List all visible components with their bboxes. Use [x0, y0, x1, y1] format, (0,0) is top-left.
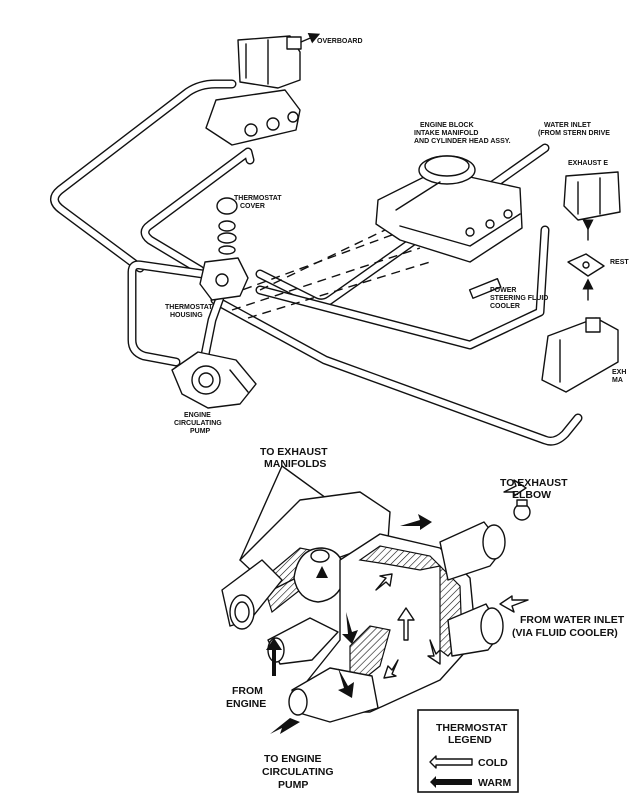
- label-from-water-inlet-2: (VIA FLUID COOLER): [512, 627, 618, 639]
- label-to-pump-1: TO ENGINE: [264, 753, 322, 765]
- bottom-diagram-labels: TO EXHAUST MANIFOLDS TO EXHAUST ELBOW FR…: [226, 446, 625, 791]
- cold-arrow-lower: [383, 659, 399, 679]
- label-overboard: OVERBOARD: [317, 38, 363, 45]
- label-to-exhaust-elbow-1: TO EXHAUST: [500, 477, 568, 489]
- exhaust-elbow-starboard: [563, 171, 621, 241]
- legend-title-1: THERMOSTAT: [436, 722, 508, 734]
- label-pump-1: ENGINE: [184, 412, 211, 419]
- thermostat-housing-cutaway: [221, 465, 531, 723]
- exhaust-manifold-starboard: [541, 317, 619, 393]
- label-engine-block-3: AND CYLINDER HEAD ASSY.: [414, 138, 511, 145]
- top-diagram-labels: OVERBOARD ENGINE BLOCK INTAKE MANIFOLD A…: [165, 38, 629, 435]
- label-thermostat-housing-1: THERMOSTAT: [165, 304, 213, 311]
- cold-arrow-elbow: [503, 479, 527, 497]
- label-exhaust-manifold-1: EXH: [612, 369, 626, 376]
- label-pump-3: PUMP: [190, 428, 211, 435]
- label-thermostat-cover-1: THERMOSTAT: [234, 195, 282, 202]
- label-power-steering-1: POWER: [490, 287, 516, 294]
- legend-cold-label: COLD: [478, 757, 508, 769]
- cold-arrow-right: [427, 639, 441, 665]
- label-engine-block-1: ENGINE BLOCK: [420, 122, 474, 129]
- legend-cold-arrow: [429, 755, 473, 769]
- engine-circulating-pump: [171, 351, 257, 409]
- label-water-inlet-1: WATER INLET: [544, 122, 592, 129]
- warm-arrow-thermostat: [316, 566, 328, 578]
- legend-title-2: LEGEND: [448, 734, 492, 746]
- label-thermostat-housing-2: HOUSING: [170, 312, 203, 319]
- label-to-exhaust-manifolds-2: MANIFOLDS: [264, 458, 326, 470]
- flow-arrows: [266, 479, 529, 734]
- label-pump-2: CIRCULATING: [174, 420, 222, 427]
- label-to-pump-3: PUMP: [278, 779, 308, 791]
- label-thermostat-cover-2: COVER: [240, 203, 265, 210]
- thermostat-assembly: [199, 197, 249, 301]
- label-from-water-inlet-1: FROM WATER INLET: [520, 614, 625, 626]
- label-restrictor: REST: [610, 259, 629, 266]
- label-power-steering-2: STEERING FLUID: [490, 295, 548, 302]
- restrictor-plate: [567, 253, 605, 301]
- legend-warm-arrow: [430, 776, 472, 788]
- warm-arrow-lower: [338, 668, 354, 698]
- label-to-exhaust-manifolds-1: TO EXHAUST: [260, 446, 328, 458]
- power-steering-cooler: [468, 277, 502, 299]
- engine-block: [375, 155, 523, 263]
- thermostat-legend: THERMOSTAT LEGEND COLD WARM: [417, 709, 519, 793]
- warm-arrow-upper: [400, 514, 432, 530]
- legend-warm-label: WARM: [478, 777, 511, 789]
- label-water-inlet-2: (FROM STERN DRIVE: [538, 130, 610, 137]
- cold-arrow-center: [397, 607, 415, 641]
- label-to-pump-2: CIRCULATING: [262, 766, 334, 778]
- cold-arrow-upper: [375, 573, 393, 591]
- label-to-exhaust-elbow-2: ELBOW: [512, 489, 551, 501]
- warm-arrow-from-engine: [266, 638, 282, 676]
- label-exhaust-elbow-top: EXHAUST E: [568, 160, 608, 167]
- warm-arrow-to-pump: [270, 718, 300, 734]
- cold-arrow-inlet: [499, 595, 529, 613]
- warm-arrow-inner: [342, 612, 358, 644]
- label-from-engine-2: ENGINE: [226, 698, 266, 710]
- hose-network: [50, 79, 583, 446]
- label-exhaust-manifold-2: MA: [612, 377, 623, 384]
- label-from-engine-1: FROM: [232, 685, 263, 697]
- label-engine-block-2: INTAKE MANIFOLD: [414, 130, 478, 137]
- label-power-steering-3: COOLER: [490, 303, 520, 310]
- exhaust-manifold-port: [205, 33, 321, 146]
